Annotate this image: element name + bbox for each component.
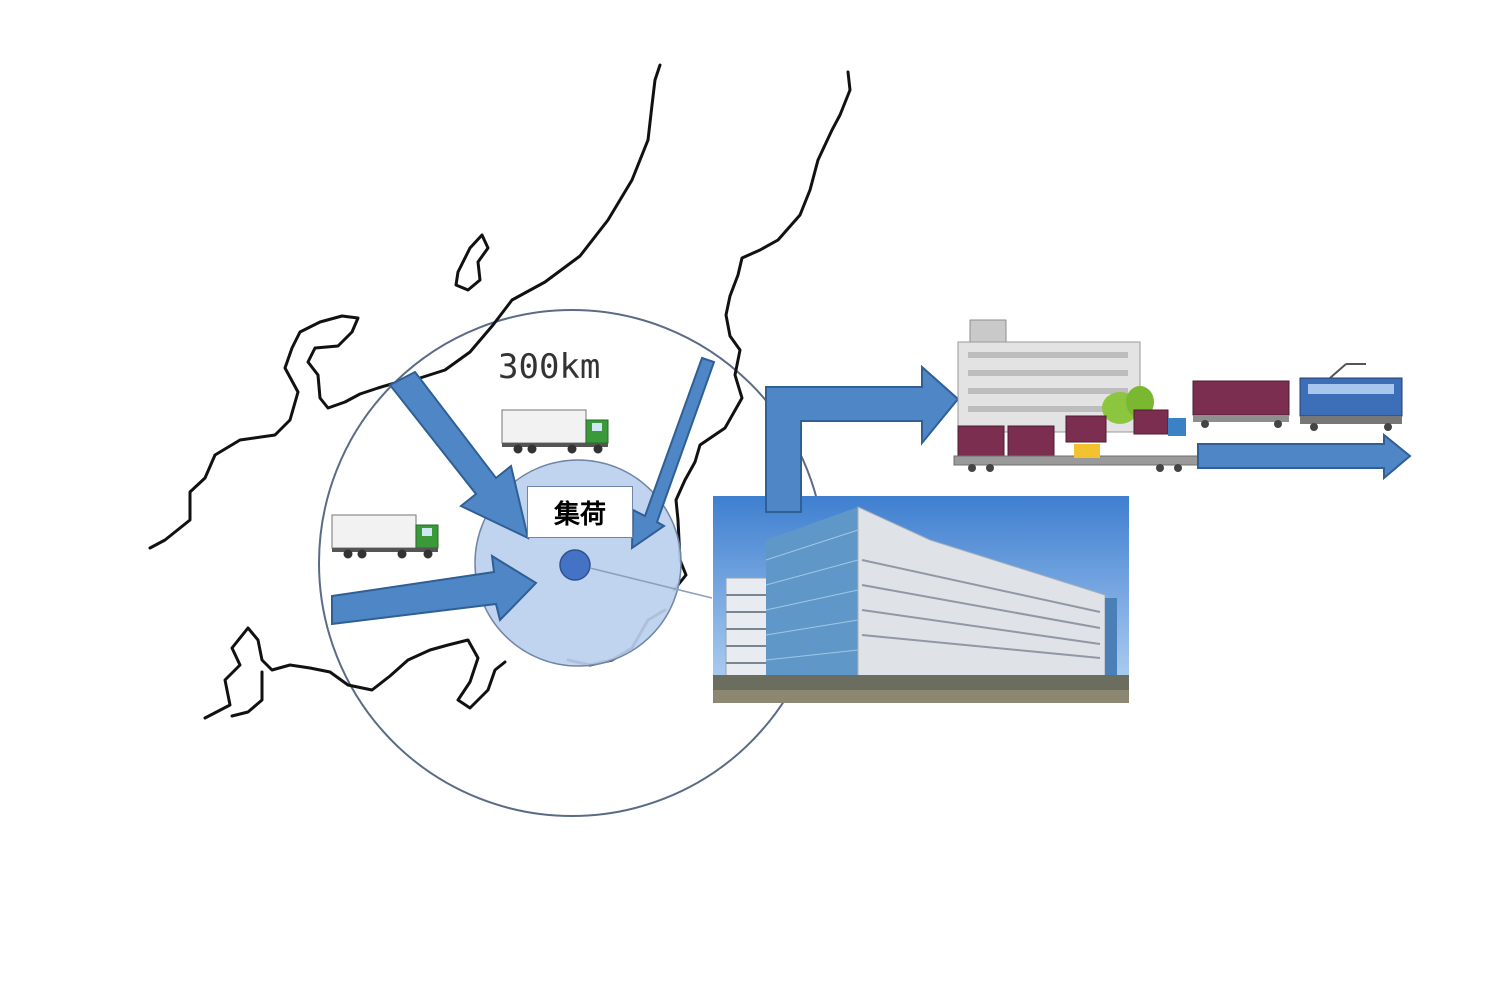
arrow-west bbox=[331, 554, 538, 626]
hub-center-dot bbox=[559, 549, 591, 581]
container-wagon-icon bbox=[1192, 380, 1290, 428]
arrow-rail-outbound bbox=[1197, 432, 1412, 481]
truck-icon bbox=[501, 409, 609, 454]
freight-terminal-icon bbox=[957, 319, 1154, 433]
container-wagon-icon bbox=[953, 409, 1199, 472]
arrow-to-rail-terminal bbox=[765, 364, 960, 513]
collection-hub-label: 集荷 bbox=[527, 486, 633, 538]
arrow-northwest bbox=[388, 370, 530, 540]
electric-locomotive-icon bbox=[1299, 363, 1403, 431]
radius-label: 300km bbox=[498, 347, 600, 387]
logistics-warehouse-building bbox=[713, 496, 1129, 703]
incoming-arrows bbox=[331, 356, 716, 626]
arrow-northeast bbox=[630, 356, 716, 550]
hub-connector-line bbox=[589, 567, 713, 599]
truck-icon bbox=[331, 514, 439, 559]
